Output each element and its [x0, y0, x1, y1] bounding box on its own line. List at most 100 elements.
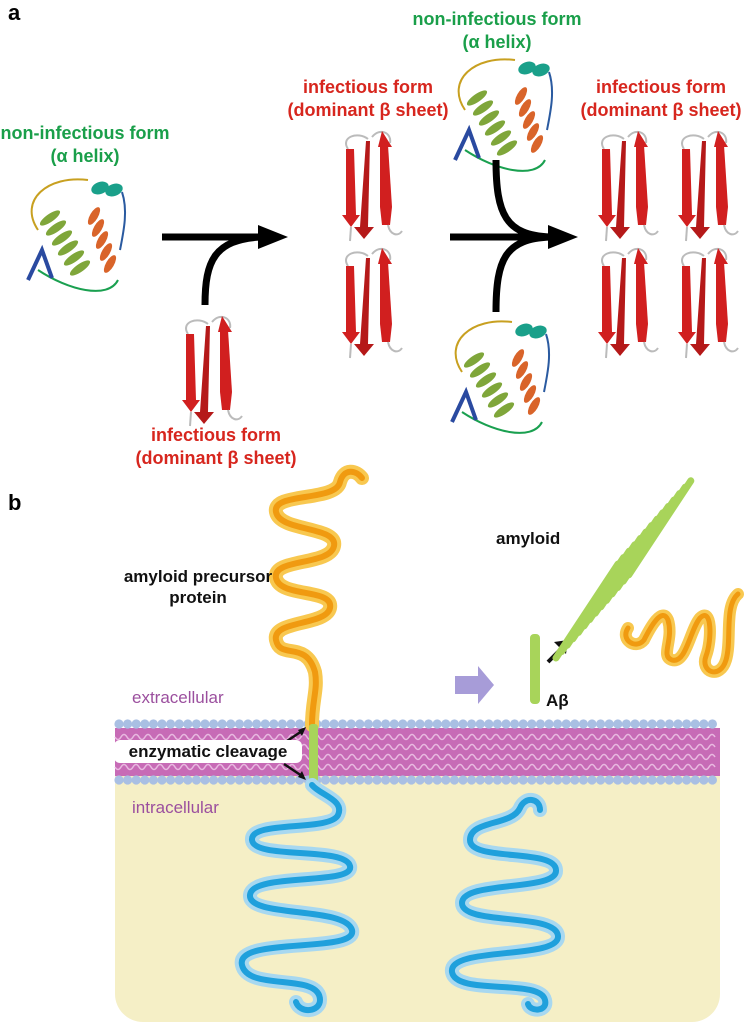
- label-abeta: Aβ: [546, 691, 569, 710]
- lipid-head: [656, 775, 666, 785]
- lipid-head: [441, 719, 451, 729]
- lipid-head: [699, 775, 709, 785]
- beta-sheet-bottom-left: [181, 315, 243, 427]
- lipid-head: [131, 775, 141, 785]
- lipid-head: [458, 775, 468, 785]
- lipid-head: [191, 775, 201, 785]
- panel-label-a: a: [8, 0, 21, 25]
- lipid-head: [630, 775, 640, 785]
- lipid-head: [234, 775, 244, 785]
- lipid-head: [217, 719, 227, 729]
- lipid-head: [252, 719, 262, 729]
- lipid-head: [329, 719, 339, 729]
- label-infectious-bottom: infectious form (dominant β sheet): [130, 424, 302, 469]
- lipid-head: [166, 719, 176, 729]
- lipid-head: [475, 719, 485, 729]
- lipid-head: [389, 775, 399, 785]
- label-line1: infectious form: [595, 77, 726, 97]
- lipid-head: [570, 775, 580, 785]
- lipid-head: [260, 719, 270, 729]
- intracellular-domain-right: [445, 793, 565, 1017]
- lipid-head: [578, 775, 589, 785]
- lipid-head: [527, 775, 537, 785]
- lipid-head: [183, 775, 193, 785]
- lipid-head: [561, 719, 571, 729]
- lipid-head: [406, 775, 416, 785]
- lipid-head: [123, 775, 133, 785]
- lipid-head: [596, 719, 606, 729]
- label-line2: (α helix): [462, 31, 532, 52]
- lipid-head: [123, 719, 133, 729]
- label-line1: non-infectious form: [0, 123, 170, 143]
- lipid-head: [157, 719, 167, 729]
- lipid-head: [286, 719, 296, 729]
- lipid-head: [484, 719, 494, 729]
- lipid-head: [277, 775, 287, 785]
- beta-sheet-right-1: [597, 130, 659, 242]
- lipid-head: [647, 719, 657, 729]
- lipid-head: [673, 719, 683, 729]
- helix-protein-bottom: [450, 319, 552, 435]
- lipid-head: [492, 719, 502, 729]
- lipid-head: [639, 719, 649, 729]
- lipid-head: [243, 775, 253, 785]
- lipid-head: [338, 719, 348, 729]
- lipid-head: [630, 719, 640, 729]
- lipid-head: [449, 775, 459, 785]
- label-amyloid: amyloid: [496, 529, 561, 548]
- label-line1: infectious form: [150, 425, 281, 445]
- lipid-head: [535, 775, 546, 785]
- lipid-head: [329, 775, 339, 785]
- lipid-head: [544, 775, 554, 785]
- lipid-head: [200, 775, 210, 785]
- lipid-head: [587, 719, 597, 729]
- lipid-head: [467, 775, 477, 785]
- lipid-head: [217, 775, 227, 785]
- label-line1: amyloid precursor: [123, 567, 273, 586]
- lipid-head: [415, 719, 425, 729]
- label-line2: (dominant β sheet): [287, 99, 449, 120]
- lipid-head: [286, 775, 296, 785]
- abeta-free-segment: [530, 634, 540, 704]
- lipid-head: [140, 775, 150, 785]
- lipid-head: [501, 775, 511, 785]
- amyloid-fibril: [552, 477, 695, 662]
- cell-membrane: [114, 719, 720, 785]
- lipid-head: [458, 719, 468, 729]
- lipid-head: [200, 719, 210, 729]
- lipid-head: [363, 719, 373, 729]
- lipid-head: [389, 719, 399, 729]
- lipid-head: [553, 775, 563, 785]
- lipid-head: [209, 719, 219, 729]
- amyloid-precursor-protein: [269, 464, 369, 732]
- lipid-head: [114, 719, 124, 729]
- lipid-head: [191, 719, 201, 729]
- label-line2: (dominant β sheet): [580, 99, 742, 120]
- lipid-head: [544, 719, 554, 729]
- amyloid-strand: [625, 477, 695, 579]
- lipid-head: [596, 775, 606, 785]
- lipid-head: [140, 719, 150, 729]
- label-infectious-right: infectious form (dominant β sheet): [575, 76, 747, 121]
- conversion-arrow-2: [450, 159, 578, 313]
- label-infectious-middle: infectious form (dominant β sheet): [282, 76, 454, 121]
- lipid-head: [114, 775, 124, 785]
- lipid-head: [578, 719, 589, 729]
- lipid-head: [475, 775, 485, 785]
- lipid-head: [656, 719, 666, 729]
- label-non-infectious-top: non-infectious form (α helix): [412, 8, 582, 53]
- lipid-head: [226, 775, 236, 785]
- lipid-head: [587, 775, 597, 785]
- lipid-head: [682, 719, 692, 729]
- lipid-head: [269, 719, 279, 729]
- beta-sheet-middle-top: [341, 130, 403, 242]
- label-extracellular: extracellular: [132, 688, 224, 707]
- lipid-head: [707, 719, 718, 729]
- helix-protein-top: [453, 57, 555, 173]
- lipid-head: [432, 775, 442, 785]
- process-arrow: [455, 666, 494, 704]
- label-intracellular: intracellular: [132, 798, 219, 817]
- lipid-head: [277, 719, 287, 729]
- lipid-head: [381, 775, 391, 785]
- lipid-head: [415, 775, 425, 785]
